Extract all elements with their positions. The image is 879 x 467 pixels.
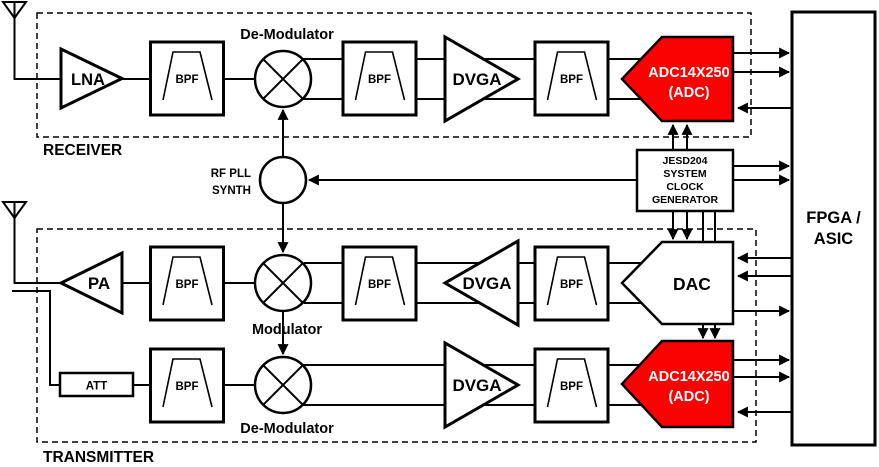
transmitter-dvga-amplifier: DVGA [441, 238, 520, 328]
bandpass-filter-icon [162, 358, 213, 408]
transmitter-bpf-feedback: BPF [149, 347, 225, 424]
feedback-demodulator-mixer [253, 355, 313, 415]
receiver-section-title: RECEIVER [43, 142, 122, 159]
receiver-bpf-2: BPF [341, 40, 418, 117]
mixer-x-icon [262, 262, 304, 304]
transmitter-bpf-1: BPF [149, 245, 225, 322]
tx-adc-fpga-lines [733, 354, 792, 418]
jesd-clock-lines [667, 123, 791, 244]
dvga-label: DVGA [452, 376, 501, 395]
fpga-label-line2: ASIC [814, 230, 854, 248]
bpf-label: BPF [176, 381, 199, 393]
transmitter-adc-block: ADC14X250 (ADC) [620, 339, 735, 429]
adc-type-label: (ADC) [668, 85, 709, 101]
bandpass-filter-icon [162, 256, 213, 306]
receiver-dashed-box [36, 12, 752, 138]
bpf-label: BPF [560, 279, 583, 291]
pa-label: PA [88, 274, 110, 293]
jesd-label-line1: JESD204 [663, 155, 708, 167]
transmitter-dashed-box [36, 228, 757, 443]
bpf-label: BPF [560, 74, 583, 86]
bandpass-filter-icon [162, 51, 213, 101]
adc-type-label: (ADC) [668, 389, 709, 405]
att-attenuator: ATT [58, 371, 135, 398]
adc-fpga-lines [733, 47, 792, 114]
bpf-label: BPF [368, 74, 391, 86]
bpf-label: BPF [176, 74, 199, 86]
rf-pll-label-line1: RF PLL [211, 168, 251, 180]
receiver-antenna-icon [1, 1, 28, 20]
bpf-label: BPF [368, 279, 391, 291]
dac-block: DAC [620, 240, 735, 326]
receiver-demodulator-mixer [253, 49, 313, 109]
receiver-bpf-3: BPF [533, 40, 610, 117]
rf-pll-synth-circle [258, 155, 308, 205]
lo-distribution-lines [277, 108, 637, 356]
adc-name-label: ADC14X250 [648, 369, 729, 385]
transmitter-bpf-3: BPF [533, 245, 610, 322]
lna-label: LNA [71, 71, 105, 89]
transmitter-section-title: TRANSMITTER [43, 449, 154, 466]
modulator-label: Modulator [252, 322, 322, 338]
adc-name-label: ADC14X250 [648, 65, 729, 81]
feedback-bpf: BPF [533, 347, 610, 424]
jesd-label-line3: CLOCK [666, 181, 704, 193]
fpga-label-line1: FPGA / [806, 209, 861, 227]
transmitter-bpf-2: BPF [341, 245, 418, 322]
mixer-x-icon [262, 58, 304, 100]
dac-fpga-lines [697, 252, 792, 340]
jesd-label-line4: GENERATOR [652, 194, 719, 206]
lna-amplifier: LNA [59, 46, 126, 111]
jesd-label-line2: SYSTEM [663, 168, 706, 180]
bandpass-filter-icon [546, 358, 598, 408]
rf-pll-label-line2: SYNTH [212, 185, 251, 197]
transmitter-antenna-icon [1, 201, 28, 220]
bandpass-filter-icon [546, 256, 598, 306]
receiver-bpf-1: BPF [149, 40, 225, 117]
receiver-adc-block: ADC14X250 (ADC) [620, 35, 735, 123]
fpga-asic-block: FPGA / ASIC [790, 10, 877, 447]
feedback-demodulator-label: De-Modulator [240, 421, 334, 437]
jesd204-clock-generator: JESD204 SYSTEM CLOCK GENERATOR [635, 148, 735, 213]
receiver-dvga-amplifier: DVGA [443, 34, 522, 124]
bpf-label: BPF [176, 279, 199, 291]
mixer-x-icon [262, 364, 304, 406]
bandpass-filter-icon [354, 256, 406, 306]
att-label: ATT [86, 381, 108, 393]
dac-label: DAC [673, 274, 711, 294]
receiver-demodulator-label: De-Modulator [240, 27, 334, 43]
dvga-label: DVGA [452, 70, 501, 89]
bandpass-filter-icon [546, 51, 598, 101]
bpf-label: BPF [560, 381, 583, 393]
feedback-dvga-amplifier: DVGA [443, 340, 522, 430]
modulator-mixer [253, 253, 313, 313]
dvga-label: DVGA [462, 274, 511, 293]
bandpass-filter-icon [354, 51, 406, 101]
pa-amplifier: PA [57, 250, 124, 316]
